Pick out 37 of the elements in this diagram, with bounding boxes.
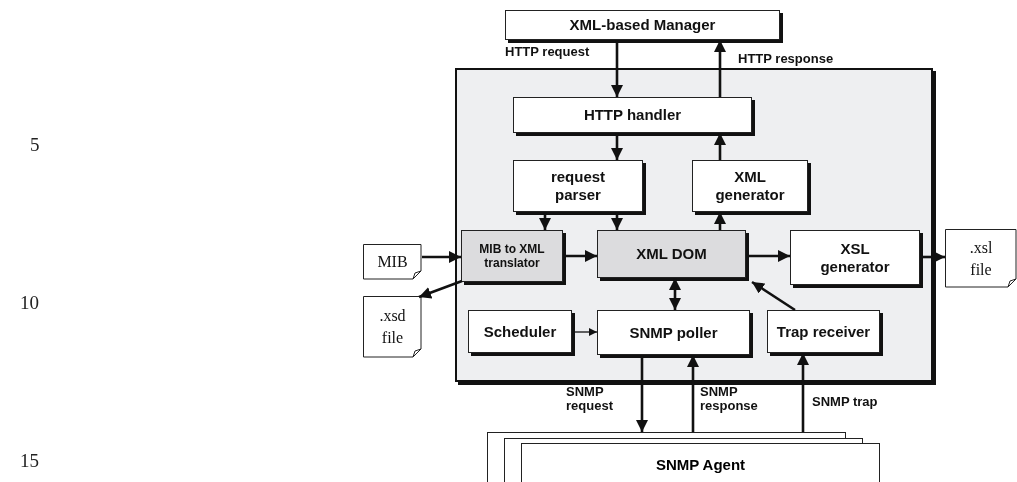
node-label: Scheduler bbox=[483, 322, 557, 341]
process-box bbox=[461, 230, 563, 282]
node-label: HTTP handler bbox=[583, 106, 682, 124]
node-label: XML generator bbox=[714, 168, 786, 204]
process-box bbox=[692, 160, 808, 212]
process-box bbox=[513, 160, 643, 212]
line-number: 10 bbox=[20, 292, 39, 314]
edge-label: SNMP trap bbox=[812, 395, 878, 409]
edge-label: SNMP response bbox=[700, 385, 759, 413]
node-label: SNMP Agent bbox=[654, 456, 747, 473]
node-label: .xsd file bbox=[378, 306, 407, 348]
node-label: MIB to XML translator bbox=[478, 241, 546, 271]
process-box bbox=[597, 310, 750, 355]
node-label: SNMP poller bbox=[629, 323, 718, 342]
process-box bbox=[513, 97, 752, 133]
edge-label: SNMP request bbox=[566, 385, 614, 413]
node-label: MIB bbox=[377, 252, 408, 273]
node-label: XSL generator bbox=[819, 239, 891, 276]
process-box bbox=[790, 230, 920, 285]
file-icon bbox=[363, 244, 422, 280]
file-icon bbox=[945, 229, 1017, 288]
node-label: XML-based Manager bbox=[569, 16, 716, 34]
node-label: XML DOM bbox=[636, 245, 707, 263]
node-label: Trap receiver bbox=[776, 322, 871, 341]
server-frame bbox=[455, 68, 933, 382]
agent-stack bbox=[487, 432, 880, 482]
manager-box bbox=[505, 10, 780, 40]
process-box bbox=[597, 230, 746, 278]
edge-label: HTTP request bbox=[505, 45, 590, 59]
line-number: 15 bbox=[20, 450, 39, 472]
edge-label: HTTP response bbox=[738, 52, 834, 66]
file-icon bbox=[363, 296, 422, 358]
process-box bbox=[767, 310, 880, 353]
process-box bbox=[468, 310, 572, 353]
line-number: 5 bbox=[30, 134, 40, 156]
node-label: .xsl file bbox=[968, 237, 994, 280]
node-label: request parser bbox=[549, 168, 607, 204]
